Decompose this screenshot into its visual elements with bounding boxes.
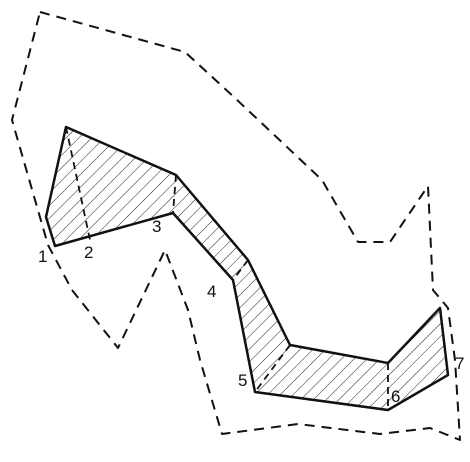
hatched-region (44, 125, 450, 412)
divider-2 (172, 174, 177, 214)
point-label-3: 3 (152, 217, 161, 236)
divider-3 (232, 259, 249, 281)
point-label-2: 2 (84, 243, 93, 262)
divider-1 (65, 126, 91, 241)
outer-dashed-boundary (11, 11, 461, 441)
point-label-4: 4 (207, 282, 216, 301)
point-label-1: 1 (38, 247, 47, 266)
point-label-6: 6 (391, 387, 400, 406)
point-label-5: 5 (238, 371, 247, 390)
point-label-7: 7 (455, 354, 464, 373)
divider-4 (254, 344, 291, 393)
